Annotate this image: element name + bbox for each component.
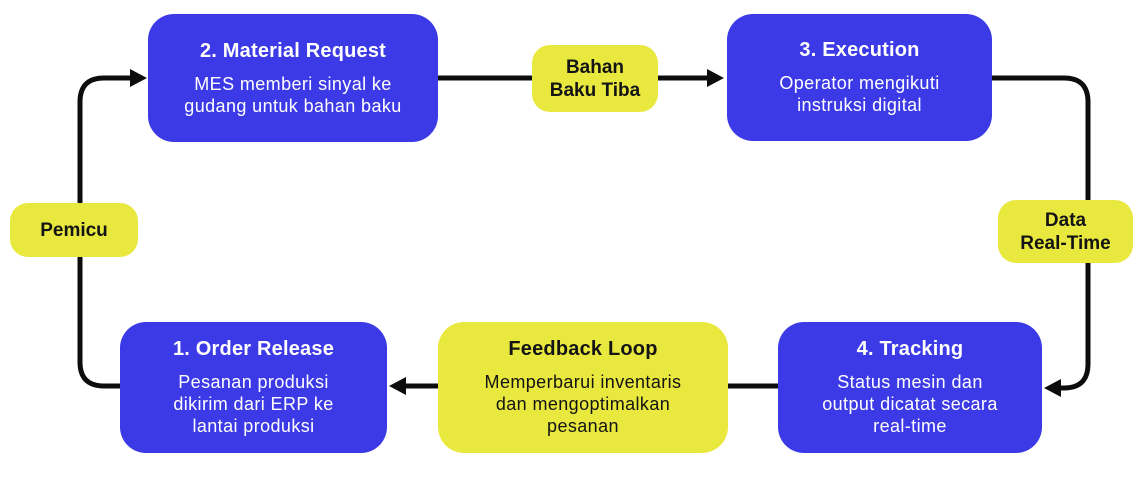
node-material-request-body: MES memberi sinyal ke gudang untuk bahan… — [184, 73, 402, 116]
node-tracking-body: Status mesin dan output dicatat secara r… — [822, 372, 998, 436]
edge-label-data-real-time: Data Real-Time — [998, 200, 1133, 263]
node-execution-title: 3. Execution — [799, 39, 920, 61]
edge-label-bahan-baku-tiba: Bahan Baku Tiba — [532, 45, 658, 112]
arrowhead-into-material-request — [130, 69, 147, 87]
node-material-request-title: 2. Material Request — [199, 39, 387, 62]
node-feedback-loop-body: Memperbarui inventaris dan mengoptimalka… — [484, 372, 682, 436]
arrowhead-into-execution — [707, 69, 724, 87]
node-order-release: 1. Order Release Pesanan produksi dikiri… — [120, 322, 387, 453]
node-order-release-title: 1. Order Release — [172, 338, 335, 360]
node-material-request: 2. Material Request MES memberi sinyal k… — [148, 14, 438, 142]
node-execution-body: Operator mengikuti instruksi digital — [779, 73, 940, 115]
arrowhead-into-order-release — [389, 377, 406, 395]
arrowhead-into-tracking — [1044, 379, 1061, 397]
node-execution: 3. Execution Operator mengikuti instruks… — [727, 14, 992, 141]
node-tracking: 4. Tracking Status mesin dan output dica… — [778, 322, 1042, 453]
node-order-release-body: Pesanan produksi dikirim dari ERP ke lan… — [173, 372, 334, 436]
node-tracking-title: 4. Tracking — [856, 338, 964, 360]
edge-label-pemicu: Pemicu — [10, 203, 138, 257]
node-feedback-loop: Feedback Loop Memperbarui inventaris dan… — [438, 322, 728, 453]
node-feedback-loop-title: Feedback Loop — [508, 338, 658, 360]
